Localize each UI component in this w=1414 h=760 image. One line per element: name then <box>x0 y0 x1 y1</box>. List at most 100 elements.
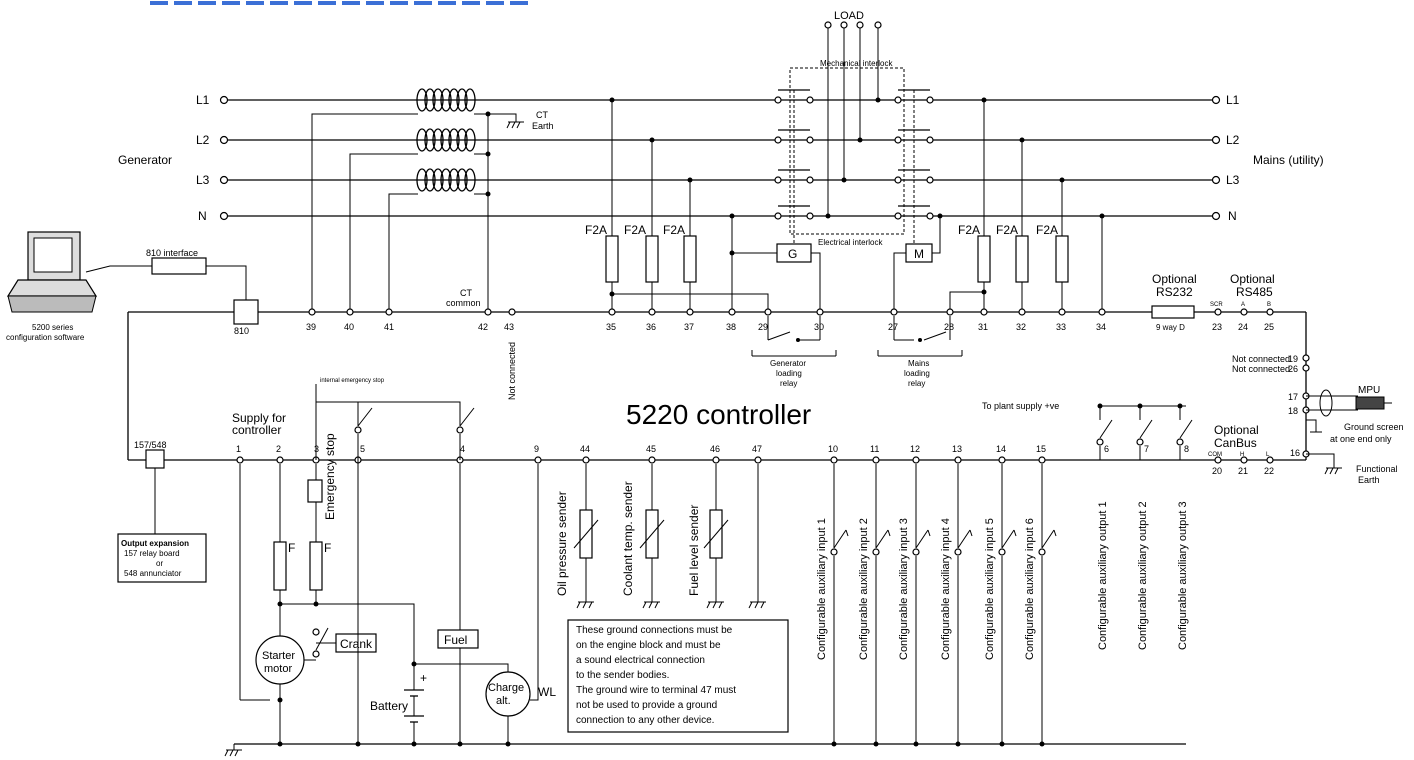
term-40: 40 <box>344 322 354 332</box>
phase-left-l3: L3 <box>196 173 210 187</box>
canbus-pin-h: H <box>1240 452 1244 458</box>
functional-earth-1: Functional <box>1356 464 1398 474</box>
ct-common-2: common <box>446 298 481 308</box>
aux-input-1: Configurable auxiliary input 1 <box>816 518 828 660</box>
rs485-pin-b: B <box>1267 302 1271 308</box>
gen-relay-3: relay <box>780 379 797 388</box>
bterm-12: 12 <box>910 444 920 454</box>
plant-supply-label: To plant supply +ve <box>982 401 1059 411</box>
bterm-3: 3 <box>314 444 319 454</box>
bterm-5: 5 <box>360 444 365 454</box>
starter-1: Starter <box>262 650 295 662</box>
term-34: 34 <box>1096 322 1106 332</box>
charge-1: Charge <box>488 682 524 694</box>
mech-interlock-label: Mechanical interlock <box>820 59 893 68</box>
contactor-load-block <box>774 21 934 263</box>
mpu-label: MPU <box>1358 385 1380 396</box>
starter-2: motor <box>264 663 292 675</box>
bterm-44: 44 <box>580 444 590 454</box>
internal-estop-label: internal emergency stop <box>320 378 385 384</box>
gen-relay-2: loading <box>776 369 802 378</box>
aux-input-3: Configurable auxiliary input 3 <box>898 518 910 660</box>
sender-coolant: Coolant temp. sender <box>621 481 635 596</box>
term-31: 31 <box>978 322 988 332</box>
bterm-4: 4 <box>460 444 465 454</box>
f-label-1: F <box>288 541 295 555</box>
not-connected-43: Not connected <box>507 342 517 400</box>
gen-relay-1: Generator <box>770 359 806 368</box>
bterm-9: 9 <box>534 444 539 454</box>
charge-2: alt. <box>496 695 511 707</box>
fuse-label-1: F2A <box>585 223 607 237</box>
canbus-pin-com: COM <box>1208 452 1222 458</box>
term-17: 17 <box>1288 392 1298 402</box>
canbus-pin-l: L <box>1266 452 1270 458</box>
f-label-2: F <box>324 541 331 555</box>
bterm-1: 1 <box>236 444 241 454</box>
bterm-2: 2 <box>276 444 281 454</box>
mpu-section <box>1302 354 1392 475</box>
note-line-6: not be used to provide a ground <box>576 700 717 711</box>
term-25: 25 <box>1264 322 1274 332</box>
output-expansion-1: Output expansion <box>121 539 189 548</box>
battery-label: Battery <box>370 699 408 713</box>
functional-earth-2: Earth <box>1358 475 1380 485</box>
ct-earth-label-1: CT <box>536 110 548 120</box>
pc-label-1: 5200 series <box>32 323 73 332</box>
term-18: 18 <box>1288 406 1298 416</box>
note-line-1: These ground connections must be <box>576 625 733 636</box>
ct-coils <box>311 88 524 312</box>
top-terminal-bus <box>85 257 1307 460</box>
rs232-2: RS232 <box>1156 285 1193 299</box>
battery-plus: + <box>420 671 427 685</box>
rs232-1: Optional <box>1152 272 1197 286</box>
sender-fuel: Fuel level sender <box>687 505 701 596</box>
term-38: 38 <box>726 322 736 332</box>
voltage-sensing <box>605 97 1105 312</box>
computer-icon <box>6 231 98 313</box>
term-42: 42 <box>478 322 488 332</box>
term-43: 43 <box>504 322 514 332</box>
t157-label: 157/548 <box>134 440 167 450</box>
term-24: 24 <box>1238 322 1248 332</box>
bterm-6: 6 <box>1104 444 1109 454</box>
term-27: 27 <box>888 322 898 332</box>
term-26: 26 <box>1288 364 1298 374</box>
controller-title: 5220 controller <box>626 399 811 430</box>
phase-lines <box>219 95 1221 221</box>
note-line-2: on the engine block and must be <box>576 640 721 651</box>
term-28: 28 <box>944 322 954 332</box>
fuse-label-4: F2A <box>958 223 980 237</box>
aux-output-3: Configurable auxiliary output 3 <box>1177 501 1189 650</box>
bterm-7: 7 <box>1144 444 1149 454</box>
phase-right-n: N <box>1228 209 1237 223</box>
canbus-term-20: 20 <box>1212 466 1222 476</box>
bterm-47: 47 <box>752 444 762 454</box>
term-32: 32 <box>1016 322 1026 332</box>
bterm-13: 13 <box>952 444 962 454</box>
term-35: 35 <box>606 322 616 332</box>
note-line-3: a sound electrical connection <box>576 655 705 666</box>
bterm-11: 11 <box>870 444 879 454</box>
supply-1: Supply for <box>232 411 286 425</box>
bterm-14: 14 <box>996 444 1006 454</box>
output-expansion-3: or <box>156 559 163 568</box>
mains-label: Mains (utility) <box>1253 153 1324 167</box>
emergency-stop-label: Emergency stop <box>323 433 337 520</box>
fuse-label-5: F2A <box>996 223 1018 237</box>
aux-output-1: Configurable auxiliary output 1 <box>1097 501 1109 650</box>
bterm-15: 15 <box>1036 444 1046 454</box>
rs485-1: Optional <box>1230 272 1275 286</box>
aux-output-2: Configurable auxiliary output 2 <box>1137 501 1149 650</box>
bterm-10: 10 <box>828 444 838 454</box>
crank-label: Crank <box>340 637 373 651</box>
wl-label: WL <box>538 685 556 699</box>
g-label: G <box>788 247 797 261</box>
bottom-terminal-bus <box>117 384 1306 757</box>
mains-relay-1: Mains <box>908 359 929 368</box>
term-37: 37 <box>684 322 694 332</box>
canbus-term-22: 22 <box>1264 466 1274 476</box>
generator-label: Generator <box>118 153 172 167</box>
aux-input-6: Configurable auxiliary input 6 <box>1024 518 1036 660</box>
ct-earth-label-2: Earth <box>532 121 554 131</box>
